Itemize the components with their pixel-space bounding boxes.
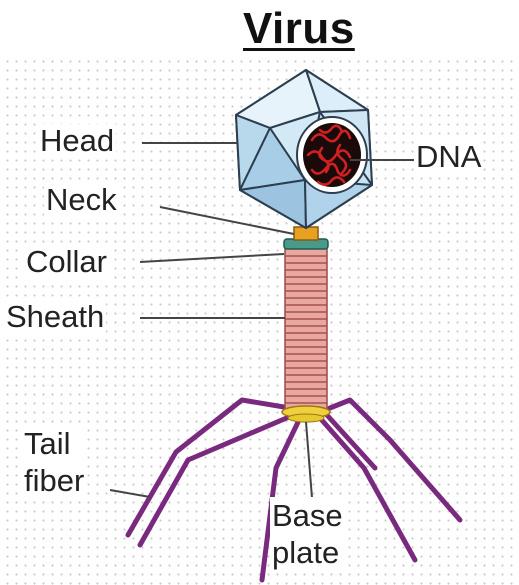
label-tail-fiber: Tail fiber <box>22 425 86 499</box>
neck-leader-line <box>160 207 294 234</box>
label-sheath: Sheath <box>4 300 106 334</box>
label-base-plate-line1: Base <box>272 497 343 534</box>
base-plate <box>282 406 330 422</box>
label-neck: Neck <box>44 183 119 217</box>
label-tail-fiber-line1: Tail <box>24 425 84 462</box>
dna-core <box>297 117 367 193</box>
label-collar: Collar <box>24 245 109 279</box>
collar-leader-line <box>140 254 284 262</box>
label-dna: DNA <box>414 140 483 174</box>
tail-fiber-right-inner <box>326 414 375 468</box>
tail-fiber-right-outer <box>330 400 460 520</box>
label-base-plate: Base plate <box>270 497 345 571</box>
label-base-plate-line2: plate <box>272 534 343 571</box>
sheath <box>285 248 327 410</box>
tail-fiber-left-outer <box>128 400 290 535</box>
label-tail-fiber-line2: fiber <box>24 462 84 499</box>
label-head: Head <box>38 124 116 158</box>
base-plate-leader-line <box>306 422 312 498</box>
tail-fiber-leader-line <box>110 490 150 497</box>
